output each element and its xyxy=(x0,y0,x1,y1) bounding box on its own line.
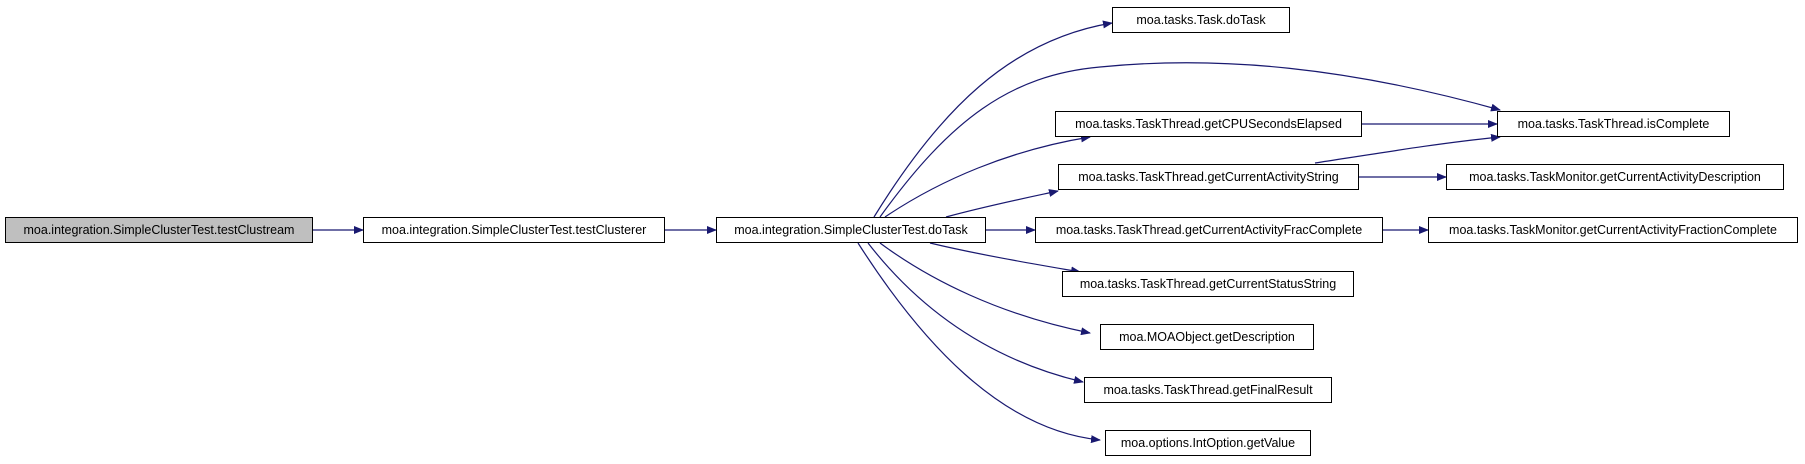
edge-dotask-iscomplete xyxy=(879,62,1501,218)
edge-dotask-getactivitystring xyxy=(945,189,1059,218)
node-int-option-get-value[interactable]: moa.options.IntOption.getValue xyxy=(1105,430,1311,456)
edge-dotask-getfinalresult xyxy=(867,242,1084,384)
node-monitor-current-activity-fraction-complete[interactable]: moa.tasks.TaskMonitor.getCurrentActivity… xyxy=(1428,217,1798,243)
edge-dotask-getvalue xyxy=(857,242,1101,444)
node-get-cpu-seconds-elapsed[interactable]: moa.tasks.TaskThread.getCPUSecondsElapse… xyxy=(1055,111,1362,137)
edge-dotask-task-dotask xyxy=(873,20,1113,218)
node-monitor-current-activity-description[interactable]: moa.tasks.TaskMonitor.getCurrentActivity… xyxy=(1446,164,1784,190)
edge-dotask-getcpuseconds xyxy=(884,134,1091,218)
node-get-current-activity-frac-complete[interactable]: moa.tasks.TaskThread.getCurrentActivityF… xyxy=(1035,217,1383,243)
node-get-current-status-string[interactable]: moa.tasks.TaskThread.getCurrentStatusStr… xyxy=(1062,271,1354,297)
edge-dotask-getstatusstring xyxy=(929,242,1081,275)
node-get-description[interactable]: moa.MOAObject.getDescription xyxy=(1100,324,1314,350)
node-is-complete[interactable]: moa.tasks.TaskThread.isComplete xyxy=(1497,111,1730,137)
node-test-clustream: moa.integration.SimpleClusterTest.testCl… xyxy=(5,217,313,243)
node-test-clusterer[interactable]: moa.integration.SimpleClusterTest.testCl… xyxy=(363,217,665,243)
node-get-final-result[interactable]: moa.tasks.TaskThread.getFinalResult xyxy=(1084,377,1332,403)
node-task-do-task[interactable]: moa.tasks.Task.doTask xyxy=(1112,7,1290,33)
node-do-task[interactable]: moa.integration.SimpleClusterTest.doTask xyxy=(716,217,986,243)
node-get-current-activity-string[interactable]: moa.tasks.TaskThread.getCurrentActivityS… xyxy=(1058,164,1359,190)
edge-dotask-getdescription xyxy=(879,242,1091,336)
edge-getactivitystring-iscomplete xyxy=(1314,133,1501,164)
